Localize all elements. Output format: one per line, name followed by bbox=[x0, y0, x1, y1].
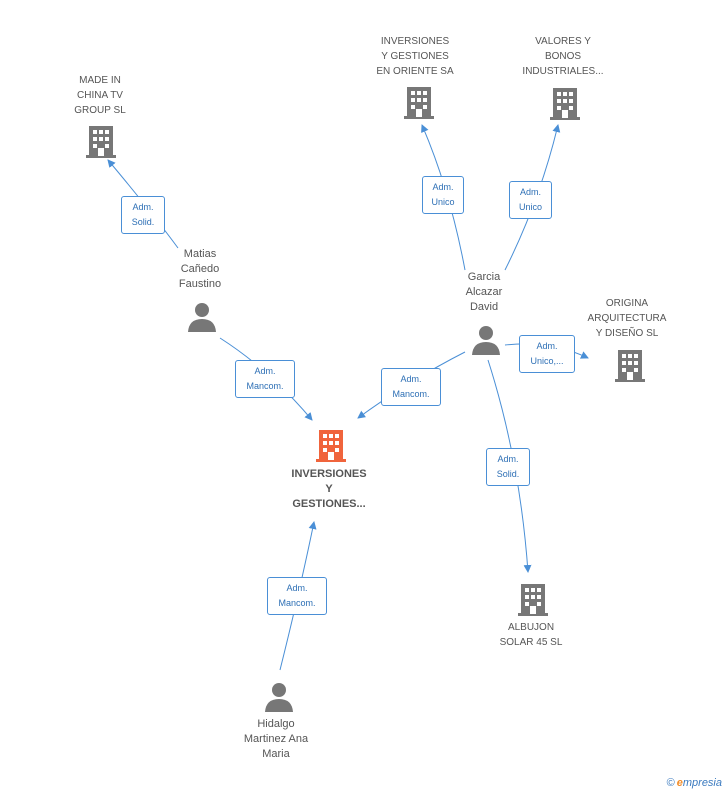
edge-label-garcia-center: Adm. Mancom. bbox=[381, 368, 441, 406]
building-icon-albujon[interactable] bbox=[518, 582, 548, 621]
person-icon-matias[interactable] bbox=[187, 302, 217, 337]
person-label-matias[interactable]: Matias Cañedo Faustino bbox=[178, 248, 222, 290]
person-icon-garcia[interactable] bbox=[471, 325, 501, 360]
person-label-garcia[interactable]: Garcia Alcazar David bbox=[465, 271, 503, 313]
brand-e-logo: e bbox=[676, 777, 683, 789]
building-icon-origina[interactable] bbox=[615, 348, 645, 387]
building-icon-center[interactable] bbox=[316, 428, 346, 467]
building-icon-inversiones-oriente[interactable] bbox=[404, 85, 434, 124]
edge-label-matias-center: Adm. Mancom. bbox=[235, 360, 295, 398]
company-label-made-in-china[interactable]: MADE IN CHINA TV GROUP SL bbox=[74, 75, 126, 116]
brand-name: mpresia bbox=[682, 777, 722, 789]
person-icon-hidalgo[interactable] bbox=[264, 682, 294, 717]
edge-label-matias-made: Adm. Solid. bbox=[121, 196, 165, 234]
company-label-albujon[interactable]: ALBUJON SOLAR 45 SL bbox=[499, 622, 563, 648]
edge-label-garcia-oriente: Adm. Unico bbox=[422, 176, 464, 214]
edge-label-hidalgo-center: Adm. Mancom. bbox=[267, 577, 327, 615]
center-company-label[interactable]: INVERSIONES Y GESTIONES... bbox=[291, 468, 367, 510]
company-label-valores-bonos[interactable]: VALORES Y BONOS INDUSTRIALES... bbox=[522, 36, 604, 77]
company-label-inversiones-oriente[interactable]: INVERSIONES Y GESTIONES EN ORIENTE SA bbox=[376, 36, 454, 77]
building-icon-made-in-china[interactable] bbox=[86, 124, 116, 163]
copyright-icon: © bbox=[666, 777, 675, 789]
empresia-brand-footer[interactable]: ©empresia bbox=[667, 777, 722, 789]
edge-label-garcia-valores: Adm. Unico bbox=[509, 181, 552, 219]
edge-label-garcia-albujon: Adm. Solid. bbox=[486, 448, 530, 486]
building-icon-valores-bonos[interactable] bbox=[550, 86, 580, 125]
edge-label-garcia-origina: Adm. Unico,... bbox=[519, 335, 575, 373]
company-label-origina[interactable]: ORIGINA ARQUITECTURA Y DISEÑO SL bbox=[587, 298, 667, 339]
person-label-hidalgo[interactable]: Hidalgo Martinez Ana Maria bbox=[243, 718, 309, 760]
